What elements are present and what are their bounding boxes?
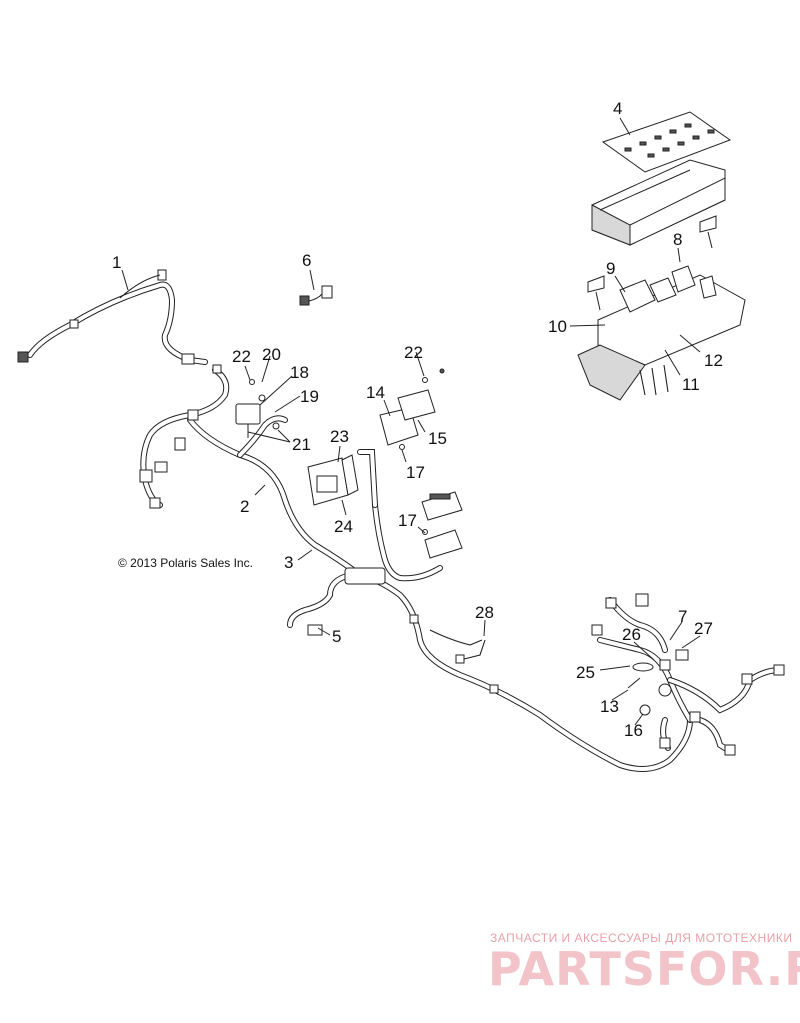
callout-13: 13 <box>600 697 619 716</box>
part-6-sensor <box>299 285 333 306</box>
callout-23: 23 <box>330 427 349 446</box>
part-14-module <box>379 368 445 450</box>
watermark: ЗАПЧАСТИ И АКСЕССУАРЫ ДЛЯ МОТОТЕХНИКИ PA… <box>488 931 800 996</box>
callout-15: 15 <box>428 429 447 448</box>
watermark-brand: PARTSFOR.RU <box>488 942 800 996</box>
part-23-ecu <box>307 449 378 508</box>
callout-24: 24 <box>334 517 353 536</box>
callout-27: 27 <box>694 619 713 638</box>
callout-14: 14 <box>366 383 385 402</box>
callout-labels: 1 2 3 4 5 6 7 8 9 10 11 12 13 14 15 16 1… <box>112 99 723 740</box>
leader-lines <box>121 117 701 726</box>
callout-26: 26 <box>622 625 641 644</box>
callout-5: 5 <box>332 627 341 646</box>
callout-19: 19 <box>300 387 319 406</box>
watermark-tagline: ЗАПЧАСТИ И АКСЕССУАРЫ ДЛЯ МОТОТЕХНИКИ <box>490 931 792 945</box>
fuse-box-assembly <box>577 111 746 401</box>
callout-22-right: 22 <box>404 343 423 362</box>
callout-28: 28 <box>475 603 494 622</box>
callout-9: 9 <box>606 259 615 278</box>
part-2-main-harness <box>139 364 363 578</box>
callout-22-left: 22 <box>232 347 251 366</box>
part-17-fuse-holder <box>421 491 463 559</box>
callout-2: 2 <box>240 497 249 516</box>
callout-21: 21 <box>292 435 311 454</box>
callout-11: 11 <box>682 375 700 394</box>
callout-12: 12 <box>704 351 723 370</box>
callout-20: 20 <box>262 345 281 364</box>
callout-18: 18 <box>290 363 309 382</box>
callout-25: 25 <box>576 663 595 682</box>
callout-1: 1 <box>112 253 121 272</box>
relay-cluster <box>235 379 280 438</box>
callout-16: 16 <box>624 721 643 740</box>
callout-8: 8 <box>673 230 682 249</box>
callout-4: 4 <box>613 99 622 118</box>
callout-7: 7 <box>678 607 687 626</box>
callout-6: 6 <box>302 251 311 270</box>
part-3-harness-trunk <box>287 502 693 772</box>
callout-17-upper: 17 <box>406 463 425 482</box>
part-1-front-harness <box>17 269 208 365</box>
callout-3: 3 <box>284 553 293 572</box>
part-28-sensor-lead <box>455 639 486 664</box>
callout-17-lower: 17 <box>398 511 417 530</box>
callout-10: 10 <box>548 317 567 336</box>
copyright-notice: © 2013 Polaris Sales Inc. <box>118 556 253 570</box>
part-7-rear-harness <box>591 593 785 756</box>
